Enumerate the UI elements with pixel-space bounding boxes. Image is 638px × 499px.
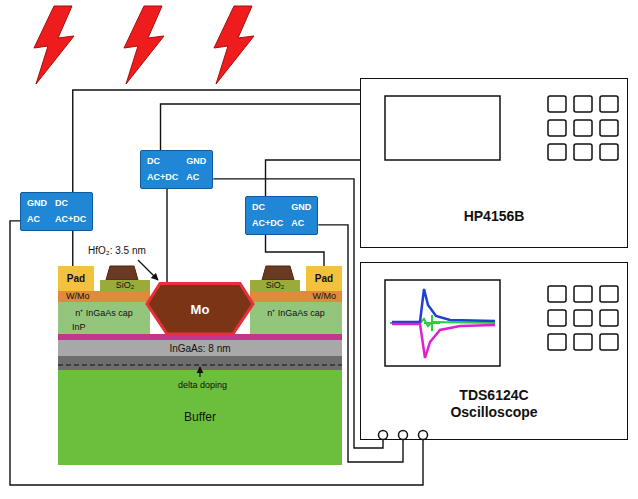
bias-tee: DC GND AC+DC AC xyxy=(140,150,213,189)
delta-doping-line xyxy=(58,364,342,365)
node-text: AC+DC xyxy=(55,214,86,225)
node-text: GND xyxy=(27,198,47,209)
node-text: DC xyxy=(55,198,86,209)
bias-tee: DC GND AC+DC AC xyxy=(245,196,318,235)
dimension-label: HfO₂: 3.5 nm xyxy=(88,245,146,257)
scope-buttons xyxy=(548,286,618,350)
node-text: AC+DC xyxy=(252,218,283,229)
gate-metal: Mo xyxy=(145,282,255,336)
buffer-layer xyxy=(58,370,342,465)
signal-wire xyxy=(266,235,324,266)
contact-pad: Pad xyxy=(306,266,342,291)
node-text: n⁺ InGaAs cap xyxy=(267,307,325,320)
gate-shape xyxy=(147,284,253,335)
lightning-bolt xyxy=(124,6,164,84)
lightning-bolt xyxy=(34,6,74,84)
analyzer-screen xyxy=(385,96,500,160)
signal-wire xyxy=(161,104,360,150)
channel-layer: InGaAs: 8 nm xyxy=(58,340,342,356)
cap-layer: n⁺ InGaAs cap xyxy=(58,302,150,334)
node-text: n⁺ InGaAs cap xyxy=(75,307,133,320)
leader-line xyxy=(199,367,200,377)
oxide-layer: SiO₂ xyxy=(250,280,300,291)
bias-tee: GND DC AC AC+DC xyxy=(20,192,93,231)
metal-layer: W/Mo xyxy=(250,291,342,302)
node-text: GND xyxy=(291,202,311,213)
node-text: AC xyxy=(291,218,311,229)
metal-contact xyxy=(106,266,138,280)
parameter-analyzer: HP4156B xyxy=(360,78,628,248)
node-text: W/Mo xyxy=(66,291,90,302)
node-text: InP xyxy=(72,322,86,333)
signal-wire xyxy=(73,90,360,192)
node-text: DC xyxy=(252,202,283,213)
node-text: AC xyxy=(186,172,206,183)
node-text: SiO₂ xyxy=(266,280,285,291)
input-terminal xyxy=(399,431,408,440)
contact-pad: Pad xyxy=(58,266,94,291)
input-terminal xyxy=(379,431,388,440)
metal-contact xyxy=(262,266,294,280)
node-text: HP4156B xyxy=(464,208,525,225)
node-text: Pad xyxy=(315,272,333,285)
waveform-trace xyxy=(392,324,495,358)
cap-layer: n⁺ InGaAs cap xyxy=(250,302,342,334)
node-text: InGaAs: 8 nm xyxy=(169,342,230,355)
node-text: AC+DC xyxy=(147,172,178,183)
oscilloscope: TDS6124C Oscilloscope xyxy=(360,262,628,440)
metal-layer: W/Mo xyxy=(58,291,150,302)
leader-line xyxy=(138,260,158,280)
node-text: AC xyxy=(27,214,47,225)
scope-screen xyxy=(385,280,500,366)
node-text: GND xyxy=(186,156,206,167)
node-text: SiO₂ xyxy=(116,280,135,291)
oxide-layer: SiO₂ xyxy=(100,280,150,291)
node-text: Mo xyxy=(191,302,210,317)
analyzer-buttons xyxy=(548,96,618,160)
node-text: DC xyxy=(147,156,178,167)
signal-wire xyxy=(72,231,73,266)
waveform-trace xyxy=(392,289,495,322)
input-terminal xyxy=(419,431,428,440)
signal-wire xyxy=(266,160,360,196)
signal-wire xyxy=(166,189,167,282)
node-text: Pad xyxy=(67,272,85,285)
signal-wire xyxy=(10,221,423,485)
lightning-bolt xyxy=(214,6,254,84)
node-text: Buffer xyxy=(184,411,216,424)
node-text: TDS6124C Oscilloscope xyxy=(434,387,554,421)
node-text: W/Mo xyxy=(313,291,337,302)
doping-label: delta doping xyxy=(178,380,227,391)
